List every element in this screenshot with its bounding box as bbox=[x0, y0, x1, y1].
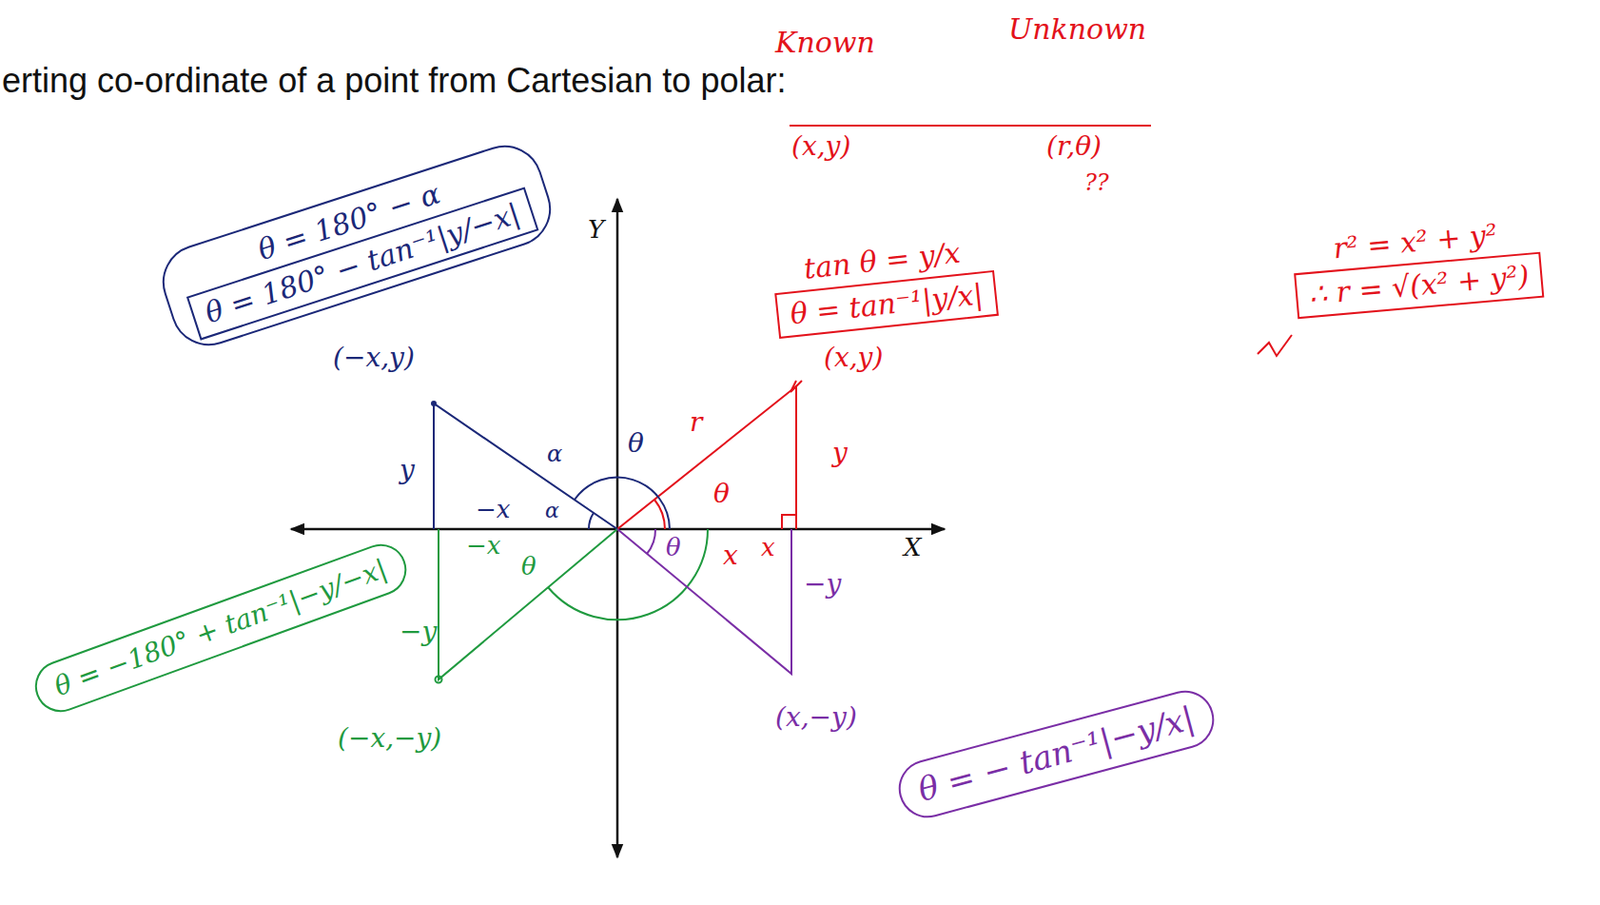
triangle-q3 bbox=[438, 528, 618, 680]
formula-text: θ = − tan⁻¹|−y/x| bbox=[912, 697, 1199, 809]
angle-arc bbox=[547, 528, 708, 620]
side-label: −x bbox=[466, 532, 501, 558]
axis-label: Y bbox=[587, 216, 605, 242]
boxed-formula: ∴ r = √(x² + y²) bbox=[1293, 252, 1544, 319]
angle-label: θ bbox=[627, 429, 644, 457]
triangle-q4 bbox=[617, 528, 792, 674]
side-label: r bbox=[689, 409, 703, 436]
angle-label: α bbox=[546, 442, 563, 466]
tick-mark bbox=[1257, 334, 1292, 356]
side-label: −y bbox=[803, 570, 841, 598]
angle-label: α bbox=[545, 500, 560, 522]
side-label: y bbox=[832, 439, 848, 467]
point-dot bbox=[435, 676, 443, 683]
side-label: y bbox=[399, 456, 415, 484]
coordinate-label: (−x,−y) bbox=[337, 724, 442, 752]
slide-title: erting co-ordinate of a point from Carte… bbox=[1, 60, 786, 101]
point-dot bbox=[430, 400, 437, 407]
formula-box: r² = x² + y²∴ r = √(x² + y²) bbox=[1289, 214, 1546, 319]
axis-label: X bbox=[903, 534, 922, 560]
coordinate-label: (−x,y) bbox=[332, 344, 415, 371]
side-label: x bbox=[760, 534, 776, 560]
coordinate-label: (x,y) bbox=[791, 133, 851, 160]
formula-loop: θ = −180° + tan⁻¹|−y/−x| bbox=[27, 536, 413, 719]
angle-arc bbox=[646, 528, 656, 554]
angle-label: θ bbox=[665, 534, 682, 560]
angle-label: θ bbox=[521, 553, 537, 579]
right-angle-mark bbox=[781, 514, 797, 529]
side-label: x bbox=[722, 542, 739, 569]
question-marks: ?? bbox=[1084, 171, 1110, 195]
triangle-q1 bbox=[617, 386, 797, 529]
coordinate-label: (r,θ) bbox=[1046, 133, 1102, 160]
status-word: Known bbox=[775, 28, 876, 58]
formula-text: ∴ r = √(x² + y²) bbox=[1292, 248, 1546, 320]
side-label: −y bbox=[399, 618, 437, 645]
coordinate-label: (x,−y) bbox=[775, 703, 858, 731]
formula-loop: θ = − tan⁻¹|−y/x| bbox=[891, 682, 1220, 823]
status-word: Unknown bbox=[1008, 15, 1147, 44]
triangle-q2 bbox=[433, 403, 618, 529]
angle-label: θ bbox=[713, 480, 730, 508]
coordinate-label: (x,y) bbox=[823, 344, 883, 371]
alpha-arc bbox=[588, 512, 594, 529]
formula-box: tan θ = y/xθ = tan⁻¹|y/x| bbox=[769, 232, 1000, 339]
angle-arc bbox=[574, 477, 670, 529]
point-mark bbox=[790, 380, 802, 392]
formula-text: θ = −180° + tan⁻¹|−y/−x| bbox=[48, 551, 392, 703]
underline bbox=[789, 124, 1152, 127]
formula-loop: θ = 180° − αθ = 180° − tan⁻¹|y/−x| bbox=[152, 135, 561, 355]
side-label: −x bbox=[475, 496, 510, 522]
